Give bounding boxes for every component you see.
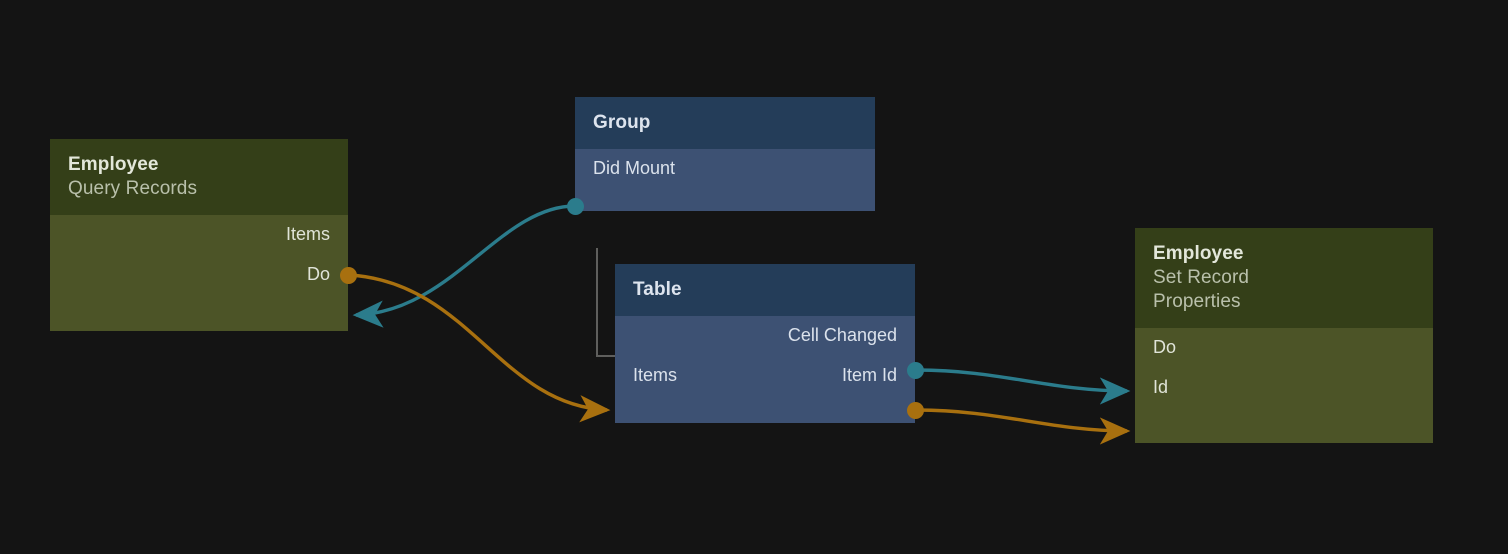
port-dot-employee-query-items[interactable] (340, 267, 357, 284)
port-dot-table-cell-changed[interactable] (907, 362, 924, 379)
port-row-cell-changed[interactable]: Cell Changed (615, 316, 915, 356)
port-label-id: Id (1153, 377, 1169, 398)
node-table[interactable]: Table Cell Changed Items Item Id (615, 264, 915, 423)
hierarchy-bracket-group-table (596, 248, 616, 357)
port-label-cell-changed: Cell Changed (787, 325, 897, 346)
node-title: Table (633, 279, 682, 300)
port-label-items: Items (285, 224, 330, 245)
node-subtitle: Query Records (68, 177, 198, 199)
node-employee-query-records[interactable]: Employee Query Records Items Do (50, 139, 348, 331)
port-row-do[interactable]: Do (1135, 328, 1433, 368)
edge-table-itemid-to-set-id (916, 408, 1131, 445)
node-header[interactable]: Table (615, 264, 915, 316)
port-row-items-itemid[interactable]: Items Item Id (615, 356, 915, 396)
port-label-do: Do (306, 264, 330, 285)
node-employee-set-record-properties[interactable]: Employee Set Record Properties Do Id (1135, 228, 1433, 443)
port-label-item-id: Item Id (841, 365, 897, 386)
port-row-id[interactable]: Id (1135, 368, 1433, 408)
node-group[interactable]: Group Did Mount (575, 97, 875, 211)
node-title: Employee (68, 154, 159, 175)
port-dot-table-item-id[interactable] (907, 402, 924, 419)
edge-group-didmount-to-employee-do (352, 204, 576, 328)
edge-table-cellchanged-to-set-do (916, 368, 1131, 405)
port-row-do[interactable]: Do (50, 255, 348, 295)
port-row-items[interactable]: Items (50, 215, 348, 255)
node-title: Group (593, 112, 651, 133)
port-row-did-mount[interactable]: Did Mount (575, 149, 875, 189)
port-label-do: Do (1153, 337, 1177, 358)
port-dot-group-did-mount[interactable] (567, 198, 584, 215)
edge-employee-items-to-table-items (349, 273, 611, 423)
node-body: Did Mount (575, 148, 875, 211)
port-label-items: Items (633, 365, 678, 386)
node-subtitle-line-1: Set Record (1153, 266, 1250, 288)
node-body: Do Id (1135, 327, 1433, 443)
node-body: Cell Changed Items Item Id (615, 315, 915, 423)
node-header[interactable]: Employee Set Record Properties (1135, 228, 1433, 328)
port-label-did-mount: Did Mount (593, 158, 676, 179)
node-header[interactable]: Employee Query Records (50, 139, 348, 215)
node-title: Employee (1153, 243, 1244, 264)
node-header[interactable]: Group (575, 97, 875, 149)
node-subtitle-line-2: Properties (1153, 290, 1241, 312)
node-body: Items Do (50, 214, 348, 331)
